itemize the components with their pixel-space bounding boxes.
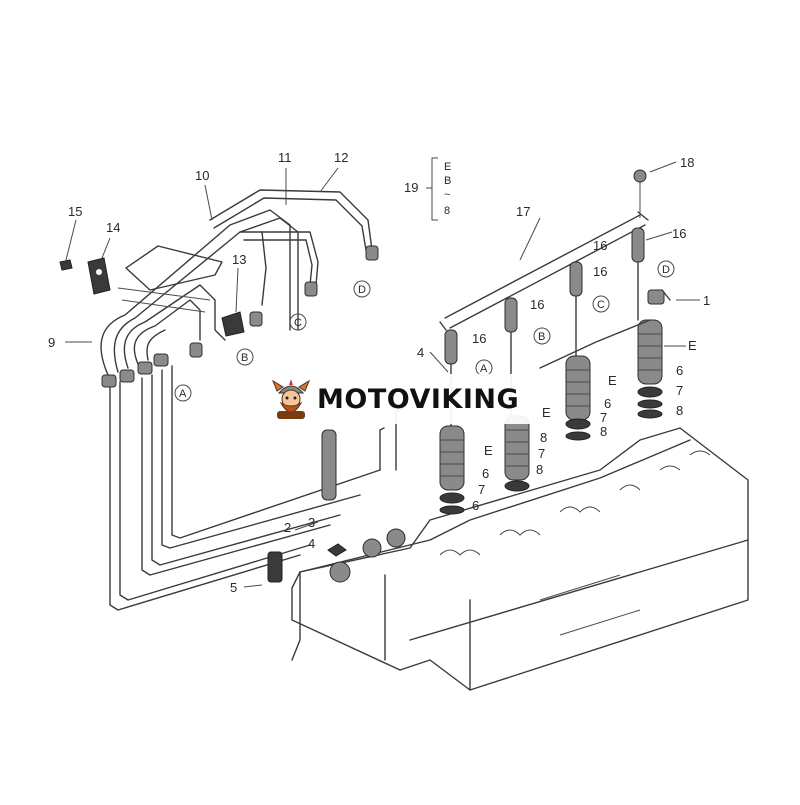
callout-17: 17	[516, 204, 530, 219]
callout-16-c: 16	[593, 264, 607, 279]
callout-7-c: 7	[538, 446, 545, 461]
callout-8-b: 8	[600, 424, 607, 439]
callout-13: 13	[232, 252, 246, 267]
ref-C-right: C	[597, 299, 605, 311]
callout-10: 10	[195, 168, 209, 183]
injection-pipes	[100, 189, 405, 611]
callout-6-a: 6	[676, 363, 683, 378]
callout-16-e: 16	[593, 238, 607, 253]
ref-D-left: D	[358, 284, 366, 296]
bracket-19-line-1: E	[444, 161, 451, 173]
bracket-19: E B ~ 8	[426, 157, 451, 221]
cylinder-head	[291, 427, 749, 691]
callout-6-c: 6	[482, 466, 489, 481]
injector-3	[565, 261, 591, 441]
injector-4	[631, 227, 663, 419]
watermark-brand-text: MOTOVIKING	[317, 383, 520, 415]
callout-6-b: 6	[604, 396, 611, 411]
ref-A-left: A	[179, 388, 187, 400]
callout-2: 2	[284, 520, 291, 535]
callout-E-4: E	[484, 443, 493, 458]
pump-parts	[267, 429, 406, 583]
ref-C-left: C	[294, 317, 302, 329]
callout-8-c: 8	[540, 430, 547, 445]
ref-D-right: D	[662, 264, 670, 276]
callout-18: 18	[680, 155, 694, 170]
clamp-bracket	[59, 257, 245, 337]
callout-16-b: 16	[530, 297, 544, 312]
reference-markers: A B C D A B C D	[174, 260, 675, 402]
callout-4-bottom: 4	[308, 536, 315, 551]
watermark-banner: MOTOVIKING	[263, 374, 533, 424]
callout-15: 15	[68, 204, 82, 219]
viking-mascot-icon	[271, 379, 311, 419]
callout-9: 9	[48, 335, 55, 350]
callout-14: 14	[106, 220, 120, 235]
callout-7-b: 7	[600, 410, 607, 425]
callout-3: 3	[308, 515, 315, 530]
callout-11: 11	[278, 150, 292, 165]
callout-E-2: E	[608, 373, 617, 388]
callout-E-1: E	[688, 338, 697, 353]
callout-12: 12	[334, 150, 348, 165]
callout-16-d: 16	[672, 226, 686, 241]
return-pipe	[539, 319, 651, 369]
ref-B-left: B	[241, 352, 248, 364]
banjo-fitting	[647, 289, 665, 305]
bracket-19-line-3: ~	[444, 189, 450, 201]
callout-7-d: 7	[478, 482, 485, 497]
leader-lines	[65, 161, 700, 588]
bracket-19-line-2: B	[444, 175, 451, 187]
callout-19: 19	[404, 180, 418, 195]
callout-5: 5	[230, 580, 237, 595]
callout-16-a: 16	[472, 331, 486, 346]
ref-A-right: A	[480, 363, 488, 375]
callout-8-d: 8	[536, 462, 543, 477]
callout-7-a: 7	[676, 383, 683, 398]
leak-off-pipe	[439, 169, 649, 331]
callout-6-d: 6	[472, 498, 479, 513]
callout-1: 1	[703, 293, 710, 308]
callout-4-top: 4	[417, 345, 424, 360]
callout-labels: 9 10 11 12 13 14 15 4 2 3 4 5 17 18 19 1…	[48, 150, 710, 595]
callout-8-a: 8	[676, 403, 683, 418]
callout-E-3: E	[542, 405, 551, 420]
ref-B-right: B	[538, 331, 545, 343]
bracket-19-line-4: 8	[444, 205, 450, 217]
